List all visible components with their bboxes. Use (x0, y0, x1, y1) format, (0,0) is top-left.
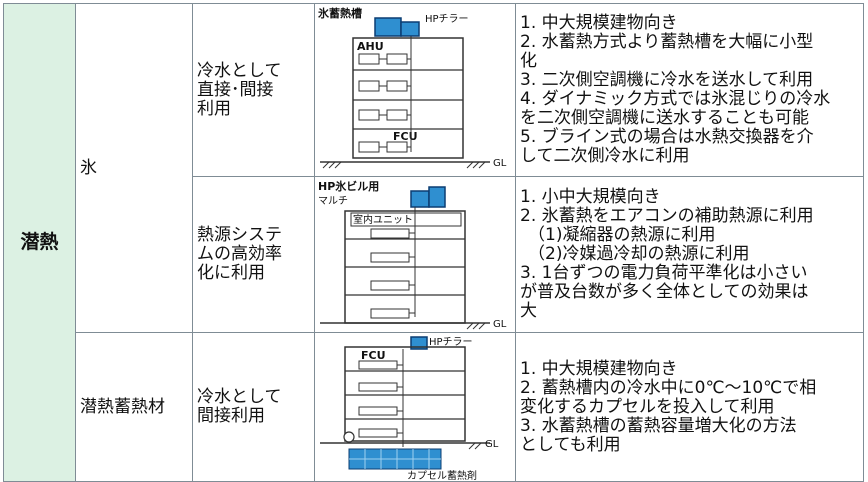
desc-line: （2)冷媒過冷却の熱源に利用 (528, 244, 750, 264)
usage-cell: 熱源システ ムの高効率 化に利用 (192, 176, 315, 333)
subcategory-ice: 氷 (75, 3, 193, 333)
fig-label-fcu: FCU (361, 349, 386, 362)
fig-label-gl: GL (493, 158, 507, 169)
desc-line: 4. ダイナミック方式では氷混じりの冷水 (520, 89, 831, 109)
usage-cell: 冷水として 直接･間接 利用 (192, 3, 315, 177)
fig-label-gl: GL (493, 319, 507, 330)
desc-line: 5. ブライン式の場合は水熱交換器を介 (520, 127, 814, 147)
desc-line: 2. 氷蓄熱をエアコンの補助熱源に利用 (520, 206, 814, 226)
fig-label-hp: HP氷ビル用 (318, 179, 379, 193)
desc-line: して二次側冷水に利用 (520, 146, 690, 166)
desc-line: （1)凝縮器の熱源に利用 (528, 225, 716, 245)
chiller-icon (400, 21, 420, 37)
fig-label-fcu: FCU (393, 130, 418, 143)
multi-unit-icon (410, 190, 430, 208)
desc-line: 1. 中大規模建物向き (520, 13, 678, 33)
pump-icon (343, 431, 355, 443)
subcategory-pcm: 潜熱蓄熱材 (75, 332, 193, 482)
heat-storage-table: 潜熱 氷 冷水として 直接･間接 利用 氷蓄熱槽 HPチラー AHU (3, 3, 864, 482)
usage-cell: 冷水として 間接利用 (192, 332, 315, 482)
figure-ice-chiller: 氷蓄熱槽 HPチラー AHU FCU (314, 3, 516, 177)
fig-label-indoor: 室内ユニット (353, 213, 413, 226)
usage-text: 冷水として 直接･間接 利用 (197, 60, 282, 119)
description-cell: 1. 中大規模建物向き 2. 水蓄熱方式より蓄熱槽を大幅に小型 化 3. 二次側… (515, 3, 864, 177)
desc-line: 化 (520, 51, 537, 71)
figure-ice-multi: HP氷ビル用 マルチ 室内ユニット (314, 176, 516, 333)
desc-line: 1. 小中大規模向き (520, 187, 661, 207)
usage-text: 熱源システ ムの高効率 化に利用 (197, 225, 282, 283)
desc-line: 1. 中大規模建物向き (520, 358, 678, 379)
figure-pcm: HPチラー FCU GL (314, 332, 516, 482)
fig-label-chiller: HPチラー (429, 336, 473, 348)
fig-label-multi: マルチ (318, 195, 348, 207)
fig-label-tank: 氷蓄熱槽 (318, 6, 362, 20)
description-cell: 1. 中大規模建物向き 2. 蓄熱槽内の冷水中に0℃～10℃で相 変化するカプセ… (515, 332, 864, 482)
desc-line: が普及台数が多く全体としての効果は (520, 282, 809, 302)
fig-label-gl: GL (485, 439, 499, 450)
category-cell: 潜熱 (3, 3, 76, 482)
desc-line: 2. 蓄熱槽内の冷水中に0℃～10℃で相 (520, 377, 817, 398)
description-cell: 1. 小中大規模向き 2. 氷蓄熱をエアコンの補助熱源に利用 （1)凝縮器の熱源… (515, 176, 864, 333)
fig-label-ahu: AHU (357, 40, 384, 53)
desc-line: 2. 水蓄熱方式より蓄熱槽を大幅に小型 (520, 32, 814, 52)
ice-storage-tank-icon (374, 17, 402, 37)
desc-line: 変化するカプセルを投入して利用 (520, 396, 775, 417)
desc-line: としても利用 (520, 434, 621, 455)
desc-line: 3. 水蓄熱槽の蓄熱容量増大化の方法 (520, 415, 797, 436)
fig-label-chiller: HPチラー (425, 13, 469, 25)
chiller-icon (410, 336, 428, 350)
usage-text: 冷水として 間接利用 (197, 387, 282, 426)
ice-tank-icon (428, 186, 446, 208)
desc-line: 3. 1台ずつの電力負荷平準化は小さい (520, 263, 808, 283)
building-diagram: 氷蓄熱槽 HPチラー AHU FCU (318, 6, 507, 169)
building-diagram: HPチラー FCU GL (320, 336, 499, 481)
desc-line: 3. 二次側空調機に冷水を送水して利用 (520, 70, 814, 90)
building-diagram: HP氷ビル用 マルチ 室内ユニット (318, 179, 507, 330)
desc-line: 大 (520, 301, 537, 321)
fig-label-capsule: カプセル蓄熱剤 (407, 469, 477, 481)
desc-line: を二次側空調機に送水することも可能 (520, 108, 809, 128)
